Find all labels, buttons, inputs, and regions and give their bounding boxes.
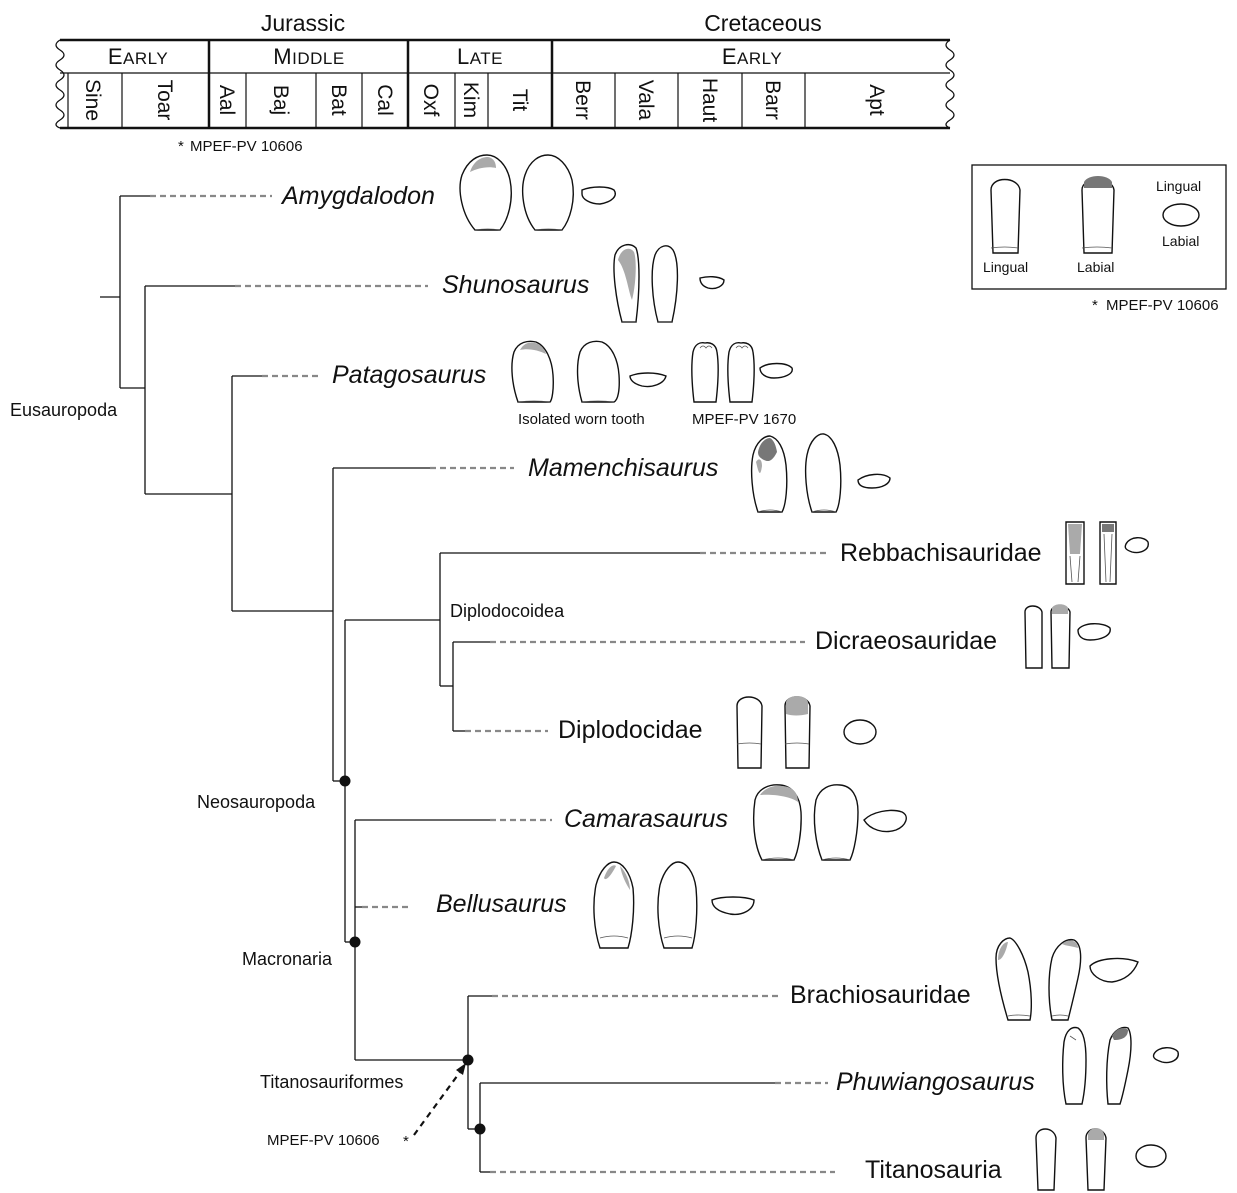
stage-toar: Toar xyxy=(153,80,176,121)
stage-vala: Vala xyxy=(634,80,657,121)
epoch-middle-jurassic: MIDDLE xyxy=(273,44,344,69)
tooth-mamenchisaurus xyxy=(750,433,891,513)
taxon-shunosaurus: Shunosaurus xyxy=(442,271,589,299)
timescale-right-break xyxy=(945,39,955,129)
asterisk-marker-bottom: * xyxy=(403,1133,409,1150)
tooth-diplodocidae xyxy=(736,696,877,769)
stage-berr: Berr xyxy=(571,80,594,120)
tooth-brachiosauridae xyxy=(995,937,1139,1021)
stage-tit: Tit xyxy=(508,89,531,112)
taxon-dicraeosauridae: Dicraeosauridae xyxy=(815,627,997,655)
caption-isolated-tooth: Isolated worn tooth xyxy=(518,411,645,428)
specimen-note-bottom: MPEF-PV 10606 xyxy=(267,1132,380,1149)
era-jurassic: Jurassic xyxy=(261,10,345,36)
legend-lingual-label: Lingual xyxy=(983,259,1028,275)
tooth-amygdalodon xyxy=(459,154,616,231)
tree-branches xyxy=(100,195,775,1173)
taxon-rebbachisauridae: Rebbachisauridae xyxy=(840,539,1042,567)
stage-aal: Aal xyxy=(215,85,238,115)
node-titanosauriformes xyxy=(462,1054,474,1066)
taxon-patagosaurus: Patagosaurus xyxy=(332,361,486,389)
stage-oxf: Oxf xyxy=(419,84,442,117)
legend-lingual-tooth xyxy=(990,178,1021,254)
stage-sine: Sine xyxy=(81,79,104,121)
legend-cross-lingual: Lingual xyxy=(1156,178,1201,194)
caption-mpef-1670: MPEF-PV 1670 xyxy=(692,411,796,428)
stage-haut: Haut xyxy=(698,78,721,123)
legend-cross-labial: Labial xyxy=(1162,233,1199,249)
ghost-ranges xyxy=(150,194,835,1174)
node-somphospondyli xyxy=(474,1123,486,1135)
timescale: Jurassic Cretaceous EARLY MIDDLE xyxy=(55,10,955,155)
clade-eusauropoda: Eusauropoda xyxy=(10,400,118,420)
clade-diplodocoidea: Diplodocoidea xyxy=(450,601,565,621)
node-macronaria xyxy=(349,936,361,948)
specimen-arrow xyxy=(413,1071,461,1136)
tooth-rebbachisauridae xyxy=(1065,521,1149,585)
stage-apt: Apt xyxy=(865,84,888,116)
taxon-brachiosauridae: Brachiosauridae xyxy=(790,981,971,1009)
era-cretaceous: Cretaceous xyxy=(704,10,822,36)
timescale-left-break xyxy=(55,39,65,129)
taxon-diplodocidae: Diplodocidae xyxy=(558,716,703,744)
stage-bat: Bat xyxy=(327,84,350,116)
epoch-early-jurassic: EARLY xyxy=(108,44,168,69)
clade-neosauropoda: Neosauropoda xyxy=(197,792,316,812)
legend-labial-label: Labial xyxy=(1077,259,1114,275)
stage-cal: Cal xyxy=(373,84,396,116)
tooth-titanosauria xyxy=(1035,1128,1167,1191)
tooth-camarasaurus xyxy=(753,784,907,861)
stage-baj: Baj xyxy=(269,85,292,115)
tooth-shunosaurus xyxy=(613,243,725,323)
taxon-mamenchisaurus: Mamenchisaurus xyxy=(528,454,718,482)
legend-cross-section xyxy=(1162,203,1200,227)
clade-macronaria: Macronaria xyxy=(242,949,333,969)
epoch-late-jurassic: LATE xyxy=(457,44,503,69)
tooth-patagosaurus-isolated xyxy=(511,340,667,403)
tooth-patagosaurus-mpef xyxy=(691,342,793,403)
asterisk-marker-legend: * xyxy=(1092,297,1098,314)
taxon-titanosauria: Titanosauria xyxy=(865,1156,1002,1184)
specimen-note-legend: MPEF-PV 10606 xyxy=(1106,297,1219,314)
specimen-note-top: MPEF-PV 10606 xyxy=(190,138,303,155)
taxon-amygdalodon: Amygdalodon xyxy=(280,182,435,210)
stage-kim: Kim xyxy=(459,82,482,118)
arrow-head-icon xyxy=(456,1063,466,1075)
epoch-early-cretaceous: EARLY xyxy=(722,44,782,69)
taxon-bellusaurus: Bellusaurus xyxy=(436,890,567,918)
asterisk-marker: * xyxy=(178,138,184,155)
tooth-bellusaurus xyxy=(593,861,755,949)
legend: Lingual Labial Lingual Labial xyxy=(971,164,1227,290)
tooth-phuwiangosaurus xyxy=(1061,1026,1179,1105)
legend-labial-tooth xyxy=(1081,178,1115,254)
stage-barr: Barr xyxy=(761,80,784,120)
node-neosauropoda xyxy=(339,775,351,787)
tooth-dicraeosauridae xyxy=(1024,604,1111,669)
taxon-phuwiangosaurus: Phuwiangosaurus xyxy=(836,1068,1035,1096)
clade-titanosauriformes: Titanosauriformes xyxy=(260,1072,403,1092)
taxon-camarasaurus: Camarasaurus xyxy=(564,805,728,833)
